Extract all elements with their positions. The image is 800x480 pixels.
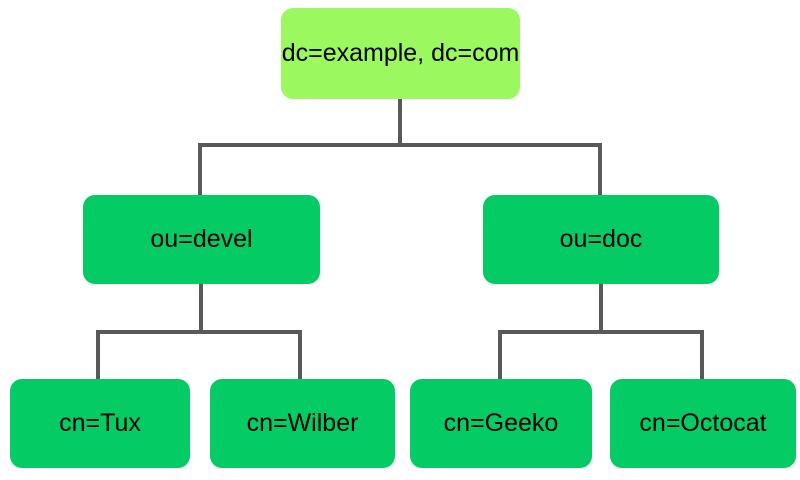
connector-root-drop-left [198, 143, 202, 195]
node-cn-octocat: cn=Octocat [610, 379, 796, 468]
connector-devel-drop-left [96, 330, 100, 379]
connector-root-stem [398, 99, 402, 147]
node-ou-doc: ou=doc [483, 195, 719, 284]
connector-devel-drop-right [298, 330, 302, 379]
connector-doc-drop-right [700, 330, 704, 379]
connector-root-bar [198, 143, 602, 147]
node-ou-devel-label: ou=devel [150, 225, 253, 253]
node-cn-wilber: cn=Wilber [210, 379, 395, 468]
connector-doc-stem [599, 284, 603, 334]
node-ou-devel: ou=devel [83, 195, 320, 284]
connector-root-drop-right [598, 143, 602, 195]
connector-doc-drop-left [498, 330, 502, 379]
connector-devel-bar [96, 330, 302, 334]
node-cn-geeko: cn=Geeko [410, 379, 592, 468]
connector-doc-bar [498, 330, 704, 334]
node-cn-geeko-label: cn=Geeko [443, 409, 559, 437]
node-cn-octocat-label: cn=Octocat [639, 409, 767, 437]
node-root-label: dc=example, dc=com [281, 39, 520, 67]
node-root-dc: dc=example, dc=com [281, 8, 520, 99]
node-cn-wilber-label: cn=Wilber [246, 409, 359, 437]
node-ou-doc-label: ou=doc [559, 225, 643, 253]
node-cn-tux-label: cn=Tux [59, 409, 141, 437]
connector-devel-stem [199, 284, 203, 334]
node-cn-tux: cn=Tux [10, 379, 190, 468]
